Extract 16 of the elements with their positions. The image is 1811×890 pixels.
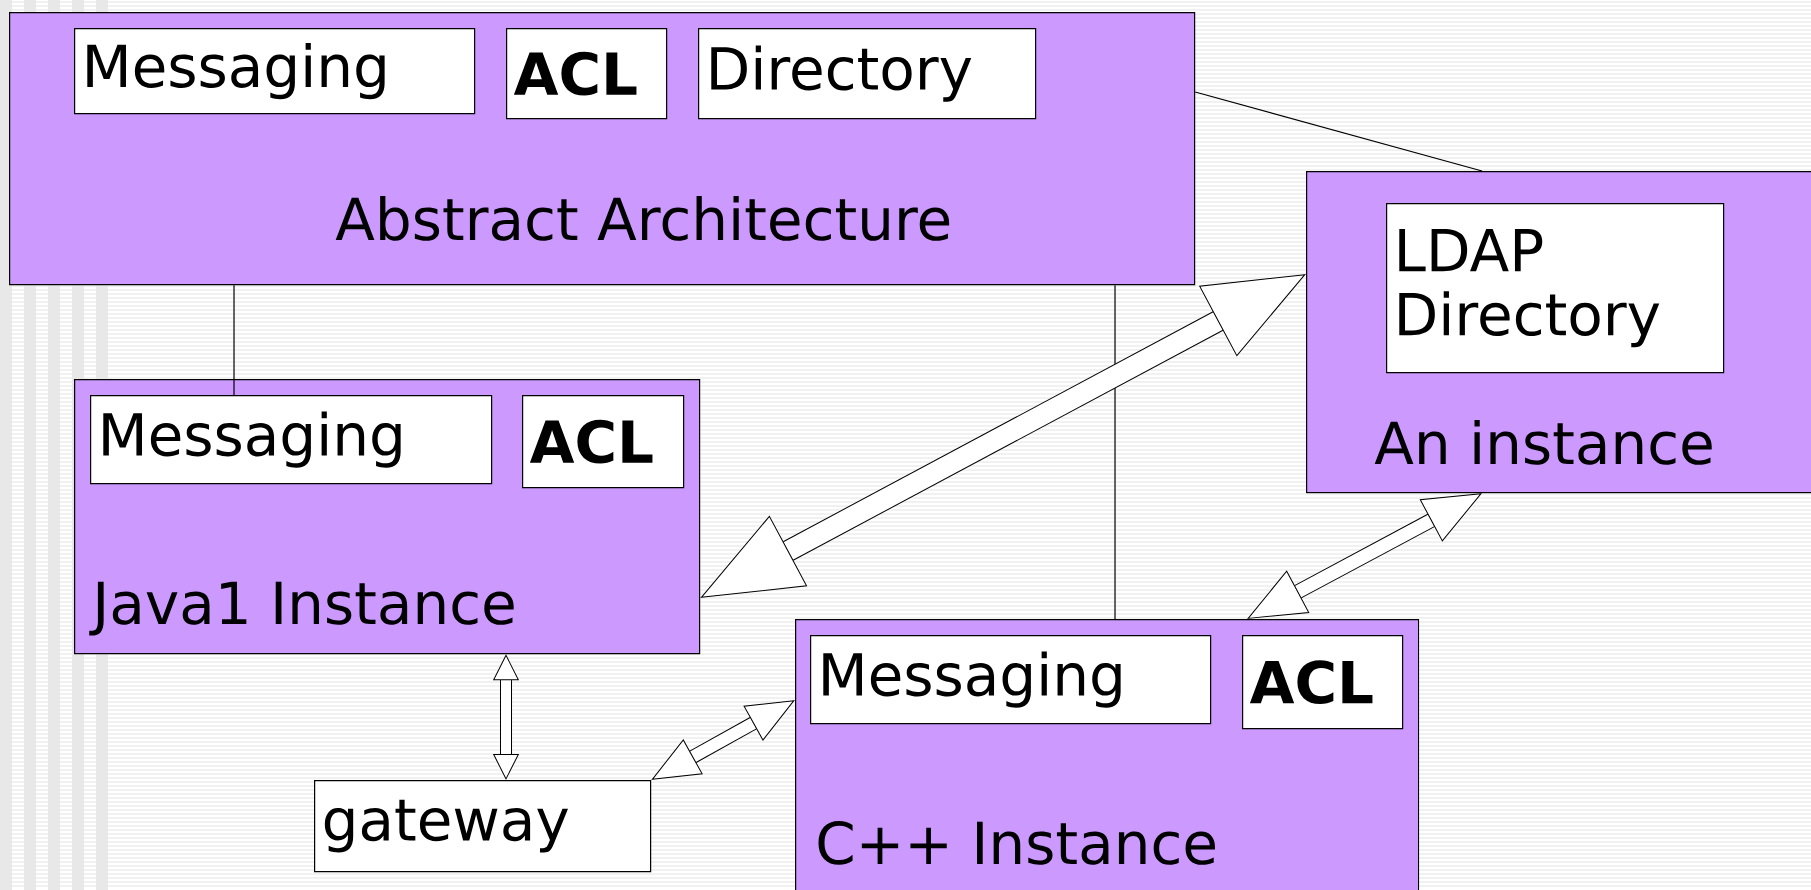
module-box: gateway bbox=[314, 780, 652, 873]
module-box: Directory bbox=[698, 28, 1037, 120]
hollow-arrow bbox=[493, 654, 519, 780]
module-box: ACL bbox=[522, 395, 685, 489]
module-box: ACL bbox=[506, 28, 668, 120]
connector-line bbox=[1114, 284, 1116, 620]
hollow-arrow bbox=[1247, 493, 1482, 619]
connector-line bbox=[1194, 91, 1483, 172]
hollow-arrow bbox=[700, 274, 1306, 598]
module-box: LDAP Directory bbox=[1386, 203, 1725, 374]
module-box: Messaging bbox=[90, 395, 493, 485]
module-box: ACL bbox=[1242, 635, 1404, 730]
connector-line bbox=[233, 284, 235, 396]
hollow-arrow bbox=[651, 700, 795, 780]
module-box: Messaging bbox=[74, 28, 476, 115]
module-box: Messaging bbox=[810, 635, 1212, 725]
